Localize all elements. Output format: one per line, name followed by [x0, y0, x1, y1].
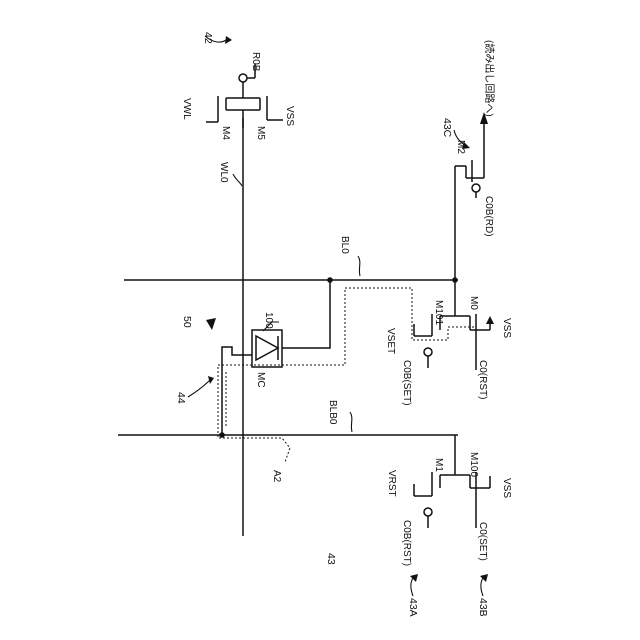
label-vss-top: VSS	[284, 106, 295, 126]
label-vset: VSET	[385, 328, 396, 354]
label-c0b-rst: C0B(RST)	[401, 520, 412, 566]
set-circuit-m101-m0	[414, 280, 494, 370]
ref-43b: 43B	[477, 598, 489, 617]
label-blb0: BLB0	[327, 400, 338, 425]
label-c0b-rd: C0B(RD)	[483, 196, 494, 237]
label-m5: M5	[255, 126, 266, 140]
ref-43a: 43A	[407, 598, 419, 617]
label-m1: M1	[433, 458, 444, 472]
label-m100: M100	[468, 452, 479, 477]
label-m2: M2	[455, 140, 466, 154]
label-a2: A2	[271, 470, 282, 483]
label-m4: M4	[220, 126, 231, 140]
label-read-out: (読み出し回路へ)	[483, 40, 496, 117]
label-m101: M101	[433, 300, 444, 325]
label-wl0: WL0	[218, 162, 229, 183]
label-vrst: VRST	[386, 470, 397, 497]
ref-100: 100	[263, 312, 274, 329]
label-m0: M0	[468, 296, 479, 310]
ref-42: 42	[202, 32, 214, 44]
label-bl0: BL0	[339, 236, 350, 254]
ref-43: 43	[325, 553, 337, 565]
label-c0-set: C0(SET)	[477, 522, 488, 561]
label-vss-bot: VSS	[501, 478, 512, 498]
label-r0b: R0B	[250, 52, 261, 72]
wl-driver-42	[206, 64, 283, 128]
reset-circuit-m1-m100	[414, 435, 490, 528]
memory-cell-mc	[219, 277, 333, 438]
ref-43c: 43C	[441, 118, 453, 138]
label-c0-rst: C0(RST)	[477, 360, 488, 399]
label-mc: MC	[255, 372, 266, 388]
label-vwl: VWL	[181, 98, 192, 120]
ref-50: 50	[181, 316, 193, 328]
label-c0b-set: C0B(SET)	[401, 360, 412, 406]
ref-44: 44	[175, 392, 187, 404]
label-vss-mid: VSS	[501, 318, 512, 338]
